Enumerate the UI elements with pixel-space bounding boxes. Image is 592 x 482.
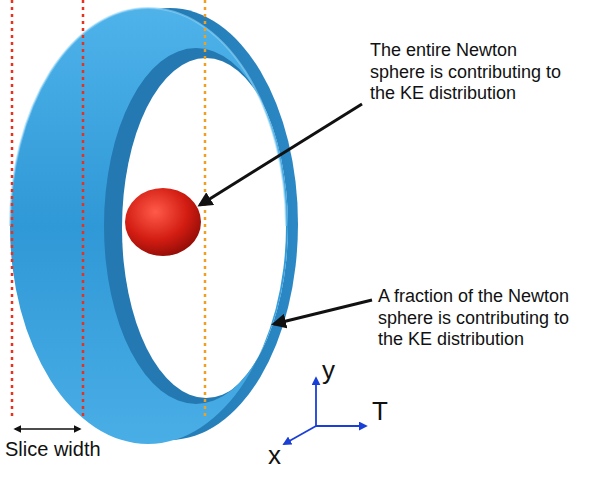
axis-label: T <box>372 396 402 427</box>
axis-arrow <box>315 378 317 426</box>
axis-label: x <box>268 440 298 471</box>
callout-text: The entire Newton sphere is contributing… <box>370 40 570 105</box>
callout-text: A fraction of the Newton sphere is contr… <box>378 286 583 351</box>
center-slice <box>204 0 207 420</box>
leader-arrow <box>274 300 372 324</box>
axis-arrow <box>316 425 366 427</box>
axis-arrow <box>284 426 316 444</box>
leader-arrow <box>200 104 362 205</box>
dimension-label: Slice width <box>5 437 125 461</box>
slice-edge <box>82 0 85 420</box>
newton-sphere <box>125 188 201 256</box>
slice-edge <box>11 0 14 420</box>
axis-label: y <box>322 355 352 386</box>
ring-front <box>10 8 288 444</box>
dimension-arrow <box>15 428 80 430</box>
